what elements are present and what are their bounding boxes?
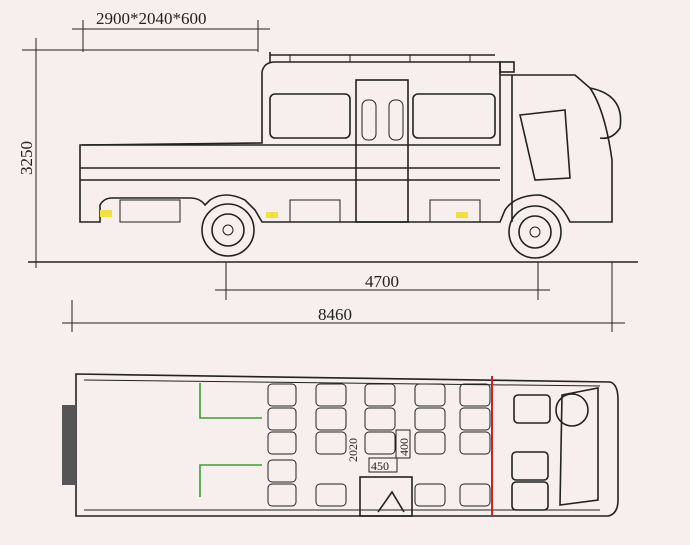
length-dimension: 8460 (62, 262, 625, 332)
steering-wheel (555, 393, 589, 427)
seat-depth-label: 400 (397, 438, 411, 456)
lamp (100, 210, 112, 217)
seat-width-label: 450 (371, 459, 389, 473)
cab-window (519, 109, 571, 181)
rear-wheel (201, 203, 255, 257)
seats (267, 383, 491, 507)
roof-box-dimension: 2900*2040*600 (22, 9, 270, 52)
plan-view: 2020 400 450 (62, 373, 619, 517)
driver-seat (513, 394, 551, 424)
rear-ladder (62, 405, 76, 485)
wheelbase-dimension: 4700 (215, 262, 550, 300)
interior-width-label: 2020 (346, 438, 360, 462)
front-wheel (508, 205, 562, 259)
side-view (79, 52, 622, 259)
side-window-right (412, 93, 496, 139)
height-dimension: 3250 (17, 38, 37, 268)
length-label: 8460 (318, 305, 352, 324)
roof-box-label: 2900*2040*600 (96, 9, 207, 28)
rail (199, 383, 262, 497)
height-label: 3250 (17, 141, 36, 175)
entry-step (359, 476, 413, 517)
wheelbase-label: 4700 (365, 272, 399, 291)
side-window-left (269, 93, 351, 139)
side-door (355, 79, 409, 223)
